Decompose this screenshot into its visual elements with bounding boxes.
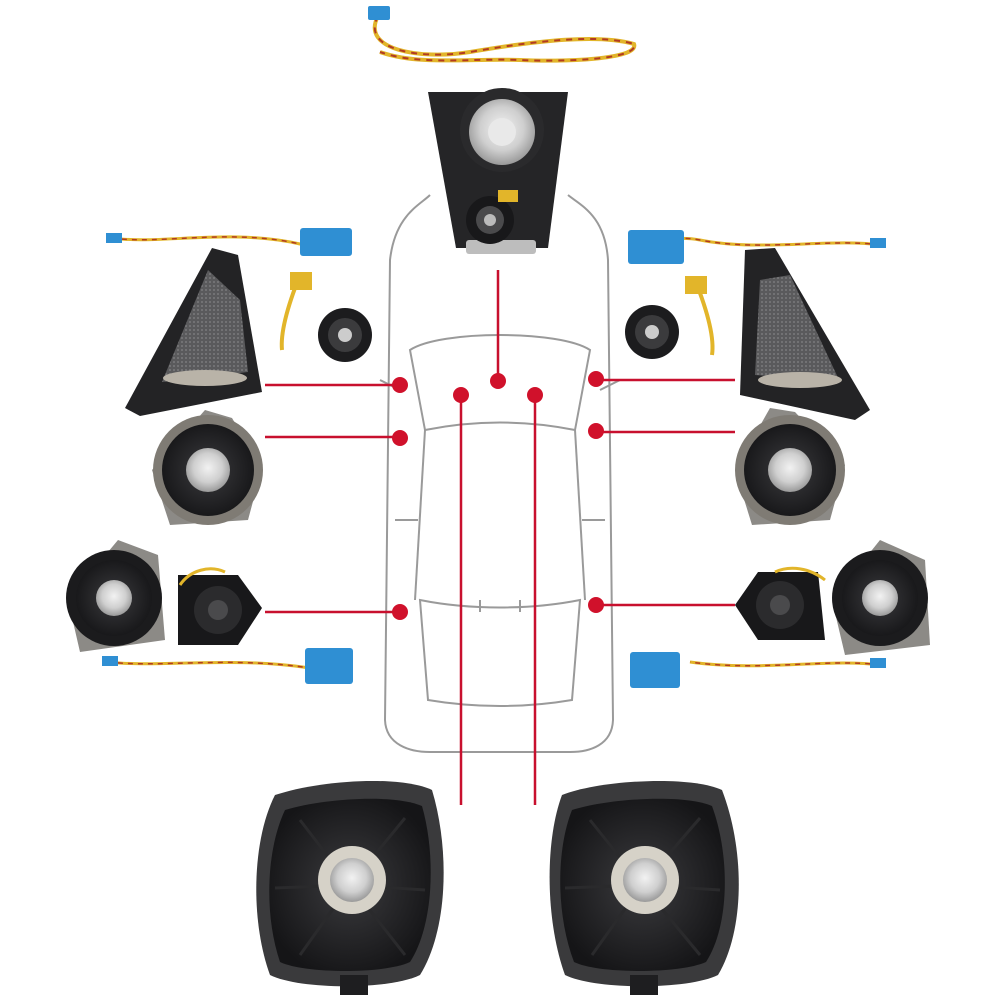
- marker-right-midrange: [588, 423, 604, 439]
- right-underseat-subwoofer-icon: [549, 780, 739, 995]
- right-tweeter-icon: [625, 276, 715, 359]
- marker-right-rear: [588, 597, 604, 613]
- left-a-pillar-tweeter-icon: [125, 248, 262, 416]
- marker-right-sub: [527, 387, 543, 403]
- marker-left-midrange: [392, 430, 408, 446]
- marker-center: [490, 373, 506, 389]
- connector-lines: [265, 270, 735, 805]
- right-rear-coaxial-icon: [832, 540, 930, 655]
- left-tweeter-icon: [279, 272, 372, 362]
- car-outline: [379, 194, 621, 753]
- left-front-midrange-icon: [152, 410, 263, 525]
- left-underseat-subwoofer-icon: [256, 780, 444, 995]
- left-rear-wire-icon: [102, 648, 353, 684]
- right-a-pillar-tweeter-icon: [740, 248, 870, 420]
- left-front-wire-icon: [106, 228, 352, 256]
- center-speaker-icon: [428, 88, 568, 254]
- right-rear-tweeter-icon: [735, 566, 826, 640]
- right-front-wire-icon: [628, 230, 886, 264]
- mount-markers: [392, 371, 604, 620]
- marker-left-sub: [453, 387, 469, 403]
- top-wire-harness-icon: [368, 6, 637, 63]
- marker-left-rear: [392, 604, 408, 620]
- right-rear-wire-icon: [630, 652, 886, 688]
- marker-left-tweeter: [392, 377, 408, 393]
- left-rear-coaxial-icon: [66, 540, 165, 652]
- right-front-midrange-icon: [735, 408, 845, 525]
- left-rear-tweeter-icon: [178, 567, 262, 645]
- marker-right-tweeter: [588, 371, 604, 387]
